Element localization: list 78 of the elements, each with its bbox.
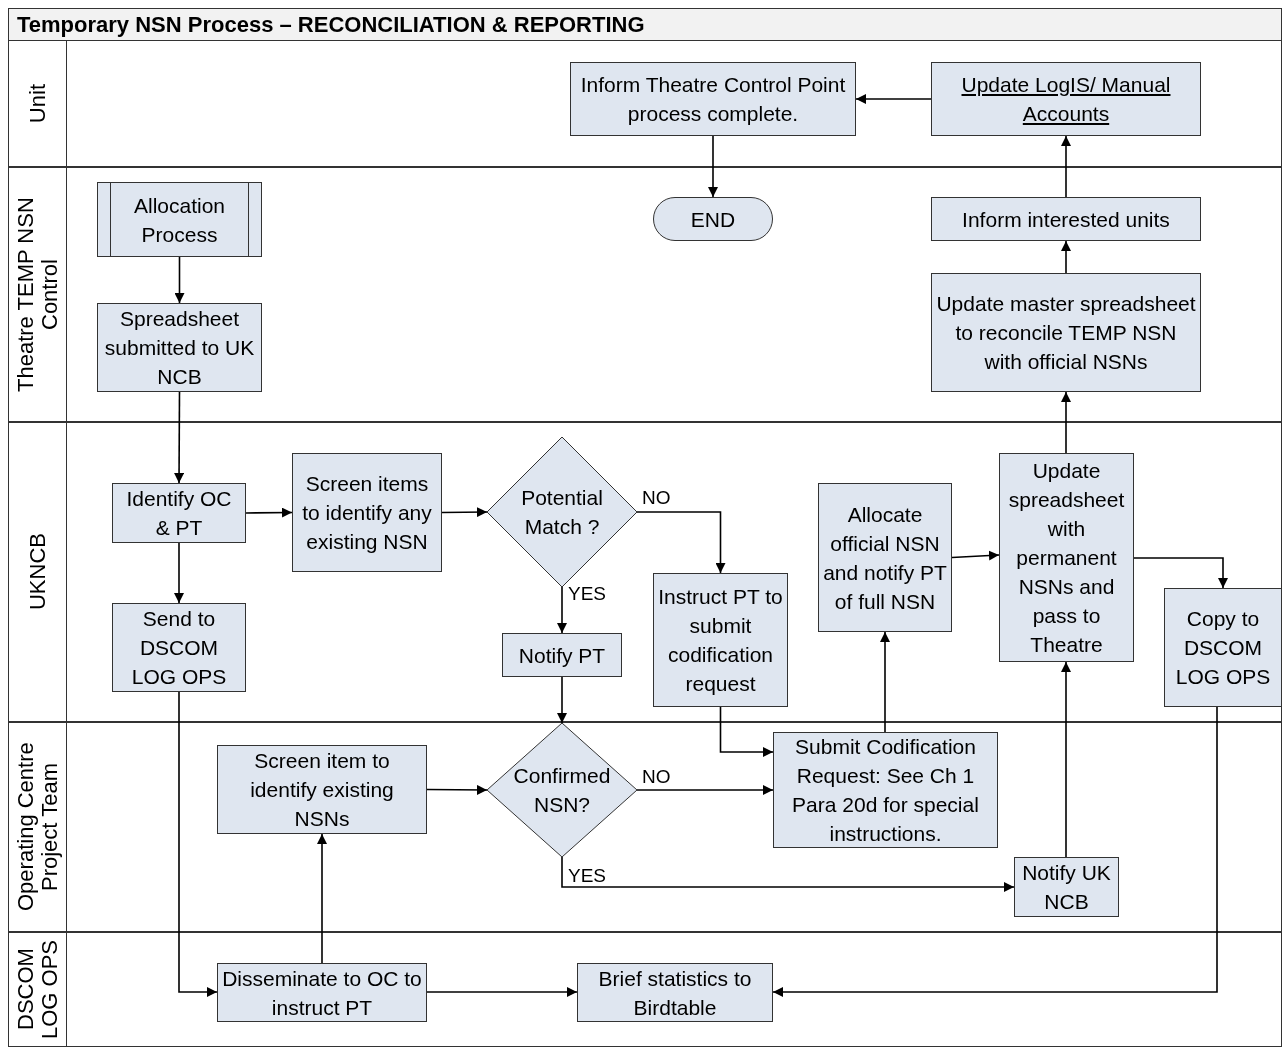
- arrow: [426, 987, 578, 997]
- lane-label: Theatre TEMP NSN Control: [13, 196, 62, 394]
- arrow: [178, 691, 218, 997]
- arrow: [1061, 391, 1071, 454]
- arrow: [174, 542, 184, 604]
- process-box: [818, 483, 952, 632]
- arrow: [636, 511, 726, 574]
- arrow: [708, 135, 718, 198]
- node-text: Confirmed NSN?: [512, 763, 612, 818]
- arrow: [441, 507, 488, 518]
- node-text: Send to DSCOM LOG OPS: [130, 606, 228, 690]
- arrow: [772, 706, 1218, 997]
- swimlane: [8, 40, 1282, 167]
- arrow: [880, 631, 890, 733]
- swimlane: [8, 932, 1282, 1047]
- node-text: Submit Codification Request: See Ch 1 Para 20d for special instructions.: [791, 734, 980, 847]
- process-box: [112, 483, 246, 543]
- arrow: [557, 586, 567, 634]
- process-box: [931, 273, 1201, 392]
- arrow: [1061, 135, 1071, 198]
- process-box: [502, 633, 622, 677]
- swimlane: [8, 422, 1282, 722]
- arrow: [1061, 661, 1071, 858]
- swimlane: [8, 167, 1282, 422]
- swimlane: [8, 722, 1282, 932]
- lane-label: DSCOM LOG OPS: [13, 939, 62, 1042]
- decision-diamond: [487, 437, 637, 587]
- node-text: Allocation Process: [132, 192, 227, 248]
- node-text: Spreadsheet submitted to UK NCB: [103, 306, 256, 390]
- arrow: [951, 550, 1000, 561]
- node-text: Inform interested units: [961, 206, 1171, 233]
- process-box: [570, 62, 856, 136]
- process-box: [999, 453, 1134, 662]
- arrow: [317, 833, 327, 964]
- process-box: [217, 745, 427, 834]
- lane-label: UKNCB: [25, 533, 50, 611]
- node-text: Update master spreadsheet to reconcile TEMP NSN with official NSNs: [935, 291, 1197, 375]
- arrow: [636, 785, 774, 795]
- predefined-process-box: [97, 182, 262, 257]
- node-text: Copy to DSCOM LOG OPS: [1174, 606, 1272, 690]
- node-text: Brief statistics to Birdtable: [597, 965, 753, 1021]
- arrow: [557, 676, 567, 724]
- node-text: Update LogIS/ Manual Accounts: [960, 72, 1172, 127]
- process-box: [653, 573, 788, 707]
- arrow: [174, 391, 185, 484]
- process-box: [931, 62, 1201, 136]
- node-text: Inform Theatre Control Point process complete.: [579, 72, 847, 127]
- node-text: END: [689, 206, 737, 233]
- node-text: Update spreadsheet with permanent NSNs and pass to Theatre: [1007, 458, 1126, 658]
- arrow: [245, 507, 293, 518]
- process-box: [112, 603, 246, 692]
- arrow: [561, 856, 1015, 892]
- process-box: [773, 732, 998, 848]
- node-text: Allocate official NSN and notify PT of full NSN: [822, 501, 948, 615]
- node-text: Notify PT: [517, 642, 607, 669]
- node-text: Instruct PT to submit codification request: [657, 584, 784, 697]
- arrow: [1061, 240, 1071, 274]
- process-box: [1164, 588, 1282, 707]
- arrow: [174, 256, 185, 304]
- lane-label: Unit: [25, 83, 50, 124]
- process-box: [292, 453, 442, 572]
- node-text: Screen item to identify existing NSNs: [249, 748, 395, 832]
- lane-label: Operating Centre Project Team: [13, 741, 62, 914]
- arrow: [426, 784, 488, 795]
- arrow: [719, 706, 774, 757]
- node-text: Screen items to identify any existing NSN: [301, 471, 433, 555]
- arrow: [855, 94, 932, 104]
- terminator: [653, 197, 773, 241]
- process-box: [1014, 857, 1119, 917]
- decision-diamond: [487, 723, 637, 857]
- node-text: Potential Match ?: [520, 485, 604, 540]
- node-text: Notify UK NCB: [1021, 860, 1112, 915]
- node-text: Disseminate to OC to instruct PT: [221, 965, 423, 1021]
- node-text: Identify OC & PT: [125, 486, 233, 541]
- arrow: [1133, 557, 1228, 589]
- diagram-title: Temporary NSN Process – RECONCILIATION & REPORTING: [8, 8, 1282, 41]
- process-box: [577, 963, 773, 1022]
- process-box: [931, 197, 1201, 241]
